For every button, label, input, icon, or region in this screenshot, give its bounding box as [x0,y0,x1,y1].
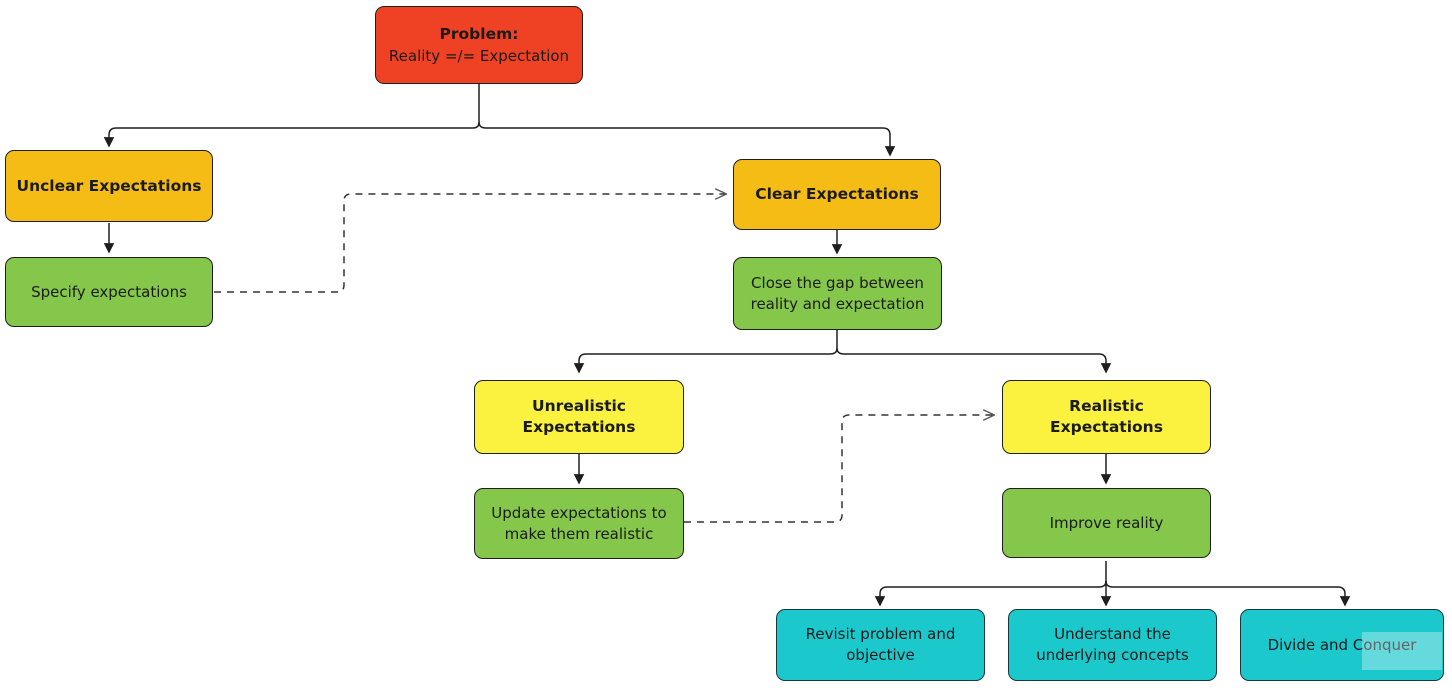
edge-problem-to-clear [478,121,896,157]
node-improve-reality[interactable]: Improve reality [1002,488,1211,558]
node-specify-expectations[interactable]: Specify expectations [5,257,213,327]
node-understand-concepts-label: Understand the underlying concepts [1036,625,1189,664]
node-divide-and-conquer-label: Divide and Conquer [1267,635,1417,654]
node-close-the-gap[interactable]: Close the gap between reality and expect… [733,257,942,330]
node-unrealistic-expectations[interactable]: Unrealistic Expectations [474,380,684,454]
edge-improve-to-revisit [874,580,1107,607]
node-close-the-gap-label: Close the gap between reality and expect… [750,273,925,313]
edge-closegap-to-unrealistic [573,347,838,374]
node-realistic-expectations-label: Realistic Expectations [1050,397,1163,436]
node-realistic-expectations[interactable]: Realistic Expectations [1002,380,1211,454]
node-problem[interactable]: Problem: Reality =/= Expectation [375,6,583,84]
node-problem-title: Problem: [439,24,519,43]
node-problem-subtitle: Reality =/= Expectation [388,46,570,65]
node-understand-concepts[interactable]: Understand the underlying concepts [1008,609,1217,681]
node-divide-and-conquer[interactable]: Divide and Conquer [1240,609,1444,681]
edge-improve-to-divide [1105,580,1351,607]
node-revisit-problem-label: Revisit problem and objective [805,625,956,664]
node-unrealistic-expectations-label: Unrealistic Expectations [522,397,636,436]
node-specify-expectations-label: Specify expectations [31,282,187,301]
node-clear-expectations-label: Clear Expectations [755,185,919,203]
edge-problem-to-unclear [103,121,480,148]
edge-closegap-to-realistic [836,347,1112,374]
node-unclear-expectations-label: Unclear Expectations [16,176,202,195]
edge-update-to-realistic-dashed [684,415,994,523]
edge-specify-to-clear-dashed [214,194,726,293]
node-unclear-expectations[interactable]: Unclear Expectations [5,150,213,222]
node-revisit-problem[interactable]: Revisit problem and objective [776,609,985,681]
node-update-expectations-label: Update expectations to make them realist… [491,503,667,543]
node-improve-reality-label: Improve reality [1049,513,1164,532]
node-clear-expectations[interactable]: Clear Expectations [733,159,941,230]
node-update-expectations[interactable]: Update expectations to make them realist… [474,488,684,559]
